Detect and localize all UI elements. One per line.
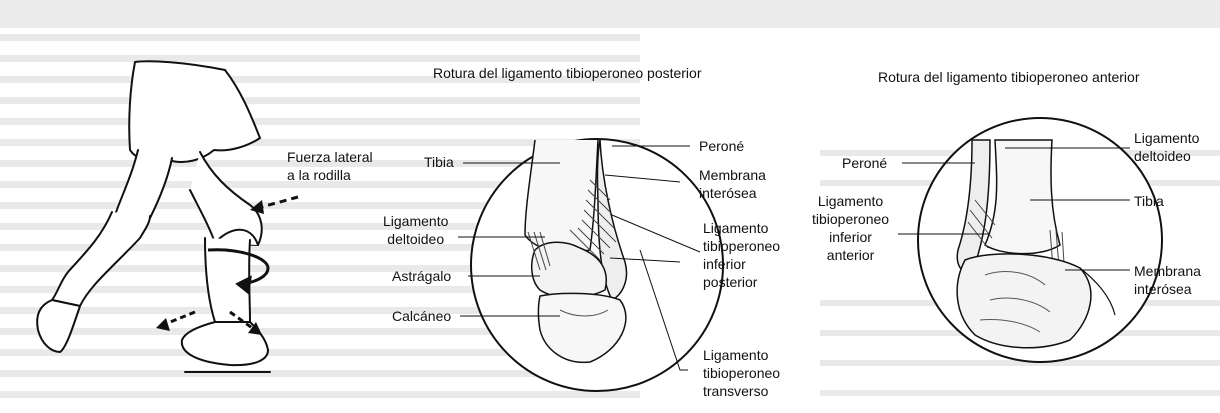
anterior-view [918,118,1162,362]
label-line: interósea [699,184,766,202]
label-perone-posterior: Peroné [699,137,744,155]
back-thigh [115,150,172,218]
label-calcaneo: Calcáneo [392,307,451,325]
label-ligamento-deltoideo-anterior: Ligamento deltoideo [1134,129,1199,165]
label-line: tibioperoneo [703,364,780,382]
front-thigh [190,152,262,245]
back-shin [52,212,150,306]
label-line: Ligamento [383,212,448,230]
title-anterior: Rotura del ligamento tibioperoneo anteri… [878,68,1140,86]
title-posterior: Rotura del ligamento tibioperoneo poster… [433,64,702,82]
force-label-line1: Fuerza lateral [287,148,373,166]
label-line: deltoideo [1134,147,1199,165]
label-astragalo: Astrágalo [392,267,451,285]
label-line: Ligamento [703,219,780,237]
label-lig-tp-inferior-anterior: Ligamento tibioperoneo inferior anterior [812,192,889,264]
label-tibia-anterior: Tibia [1134,192,1164,210]
label-line: Ligamento [703,346,780,364]
label-line: Ligamento [1134,129,1199,147]
label-line: Ligamento [812,192,889,210]
label-membrana-interosea-anterior: Membrana interósea [1134,262,1201,298]
leg-figure [37,61,270,372]
force-arrow [250,197,298,214]
force-label: Fuerza lateral a la rodilla [287,148,373,184]
label-lig-tp-transverso: Ligamento tibioperoneo transverso [703,346,780,400]
label-membrana-interosea-posterior: Membrana interósea [699,166,766,202]
label-lig-tp-inferior-posterior: Ligamento tibioperoneo inferior posterio… [703,219,780,291]
back-shoe [37,300,80,352]
shorts [129,61,260,162]
label-perone-anterior: Peroné [842,154,887,172]
label-line: interósea [1134,280,1201,298]
label-line: Membrana [1134,262,1201,280]
posterior-view [471,139,723,391]
label-line: tibioperoneo [812,210,889,228]
label-ligamento-deltoideo-posterior: Ligamento deltoideo [383,212,448,248]
foot-arrow-left [156,312,195,331]
label-line: inferior [812,228,889,246]
label-line: deltoideo [383,230,448,248]
label-tibia-posterior: Tibia [424,153,454,171]
label-line: posterior [703,273,780,291]
label-line: inferior [703,255,780,273]
label-line: anterior [812,246,889,264]
force-label-line2: a la rodilla [287,166,373,184]
label-line: transverso [703,382,780,400]
label-line: tibioperoneo [703,237,780,255]
label-line: Membrana [699,166,766,184]
